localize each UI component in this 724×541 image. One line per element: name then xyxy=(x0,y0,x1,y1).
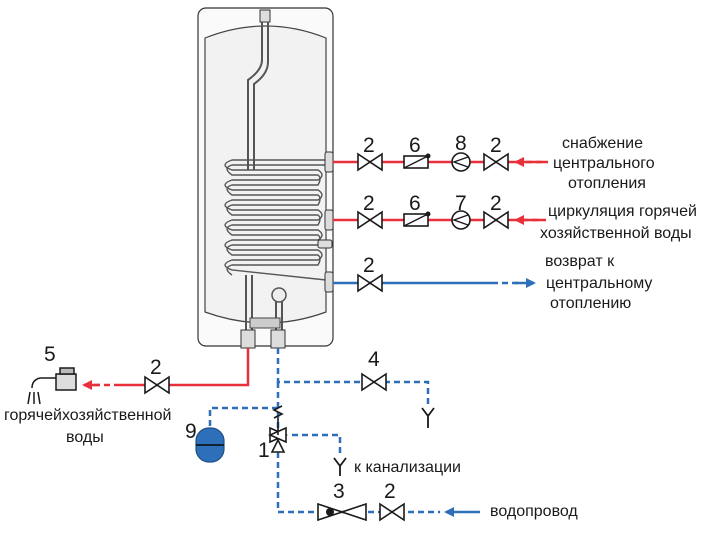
valve-circulation-right xyxy=(483,210,509,230)
num-3-check: 3 xyxy=(333,480,345,503)
num-2-supply: 2 xyxy=(363,134,375,157)
num-2-hot: 2 xyxy=(150,356,162,379)
hot-water-pipe xyxy=(120,348,250,387)
num-2-main: 2 xyxy=(384,480,396,503)
circulation-label-line2: хозяйственной воды xyxy=(540,225,692,242)
cold-water-network xyxy=(208,348,440,514)
num-6-supply: 6 xyxy=(409,134,421,157)
heating-coil xyxy=(224,159,327,281)
valve-supply-left xyxy=(357,152,383,172)
supply-label-line2: центрального xyxy=(553,155,655,172)
num-6-circulation: 6 xyxy=(409,192,421,215)
hot-water-label-line2: воды xyxy=(66,429,104,446)
num-5-faucet: 5 xyxy=(44,343,56,366)
num-7-pump: 7 xyxy=(455,192,467,215)
water-heater-tank xyxy=(197,7,334,349)
supply-label-line3: отопления xyxy=(568,175,646,192)
labels: снабжение центрального отопления циркуля… xyxy=(4,135,697,520)
components xyxy=(144,152,509,522)
filter-supply xyxy=(403,153,431,169)
num-1-safety: 1 xyxy=(258,439,270,462)
num-2-supply-right: 2 xyxy=(490,134,502,157)
num-2-circulation-right: 2 xyxy=(490,192,502,215)
check-valve xyxy=(317,502,367,522)
sewer-label: к канализации xyxy=(354,459,461,476)
pump-circulation xyxy=(451,210,471,230)
valve-water-main xyxy=(379,502,405,522)
return-label-line1: возврат к xyxy=(545,253,615,270)
drain-symbols xyxy=(333,407,435,476)
valve-hot-water xyxy=(144,375,170,395)
hot-water-label-line1: горячейхозяйственной xyxy=(4,407,171,424)
num-2-circulation: 2 xyxy=(363,192,375,215)
valve-supply-right xyxy=(483,152,509,172)
valve-return xyxy=(357,273,383,293)
return-label-line2: центральному xyxy=(546,275,652,292)
num-8-pump: 8 xyxy=(455,132,467,155)
return-label-line3: отоплению xyxy=(550,295,631,312)
faucet-icon xyxy=(27,367,77,405)
valve-circulation-left xyxy=(357,210,383,230)
num-2-return: 2 xyxy=(363,254,375,277)
component-numbers: 2 6 8 2 2 6 7 2 2 5 2 4 9 1 3 2 xyxy=(44,132,502,503)
num-9-vessel: 9 xyxy=(185,420,197,443)
water-main-label: водопровод xyxy=(490,503,578,520)
safety-valve-group xyxy=(268,405,288,453)
supply-label-line1: снабжение xyxy=(562,135,643,152)
expansion-vessel xyxy=(195,427,225,463)
num-4-drain: 4 xyxy=(368,348,380,371)
filter-circulation xyxy=(403,211,431,227)
pump-supply xyxy=(451,152,471,172)
circulation-label-line1: циркуляция горячей xyxy=(548,203,697,220)
valve-drain xyxy=(361,372,387,392)
